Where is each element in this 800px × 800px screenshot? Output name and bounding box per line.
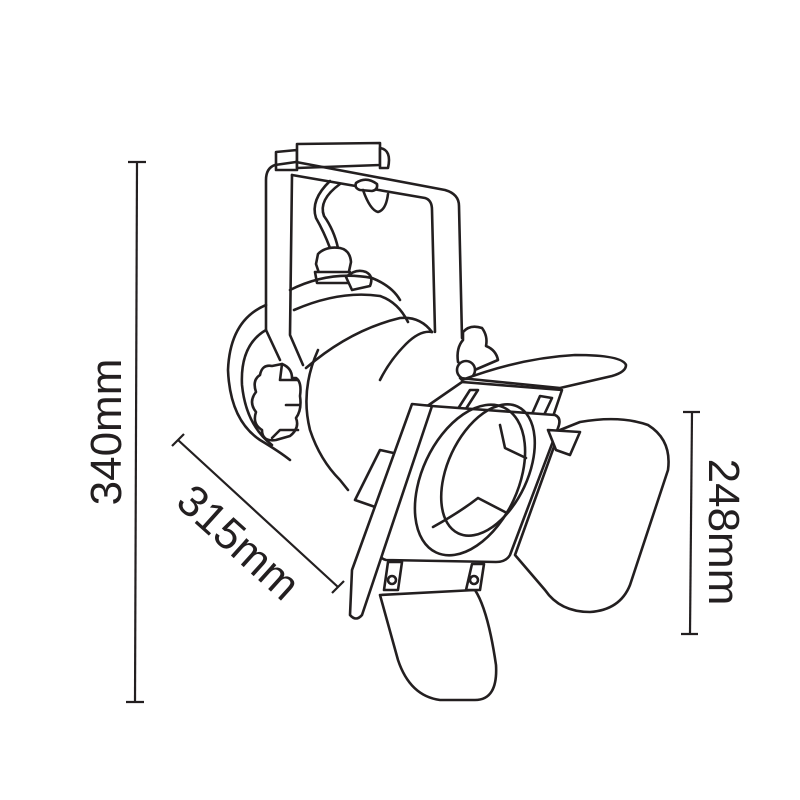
width-dimension-label: 248mm [699, 458, 748, 606]
barn-door-frame [353, 380, 582, 564]
cable-gland [313, 246, 373, 292]
hinge-tabs [382, 560, 486, 592]
barn-door-top [458, 353, 628, 390]
height-dimension-label: 340mm [82, 358, 131, 506]
width-dimension-line [681, 410, 700, 636]
depth-dimension-line [171, 433, 345, 594]
side-latch [455, 325, 500, 381]
yoke-bracket [264, 160, 464, 367]
barn-door-right [513, 417, 670, 614]
lamp-body [226, 274, 434, 492]
yoke-knob [250, 362, 302, 442]
track-adapter [274, 141, 391, 172]
height-dimension-line [126, 160, 146, 704]
barn-door-bottom [378, 588, 498, 702]
barn-door-left [348, 402, 434, 620]
